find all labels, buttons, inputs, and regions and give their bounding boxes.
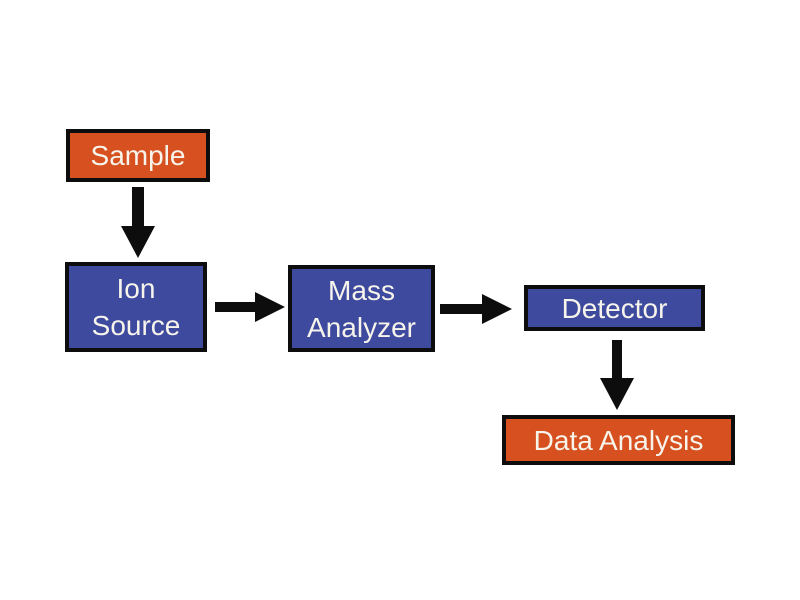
node-sample: Sample [66, 129, 210, 182]
node-ion-source: Ion Source [65, 262, 207, 352]
right-arrow-icon-ion-source-to-mass-analyzer [215, 292, 285, 322]
down-arrow-icon-detector-to-data-analysis [600, 340, 634, 410]
node-mass-analyzer: Mass Analyzer [288, 265, 435, 352]
node-data-analysis: Data Analysis [502, 415, 735, 465]
down-arrow-icon-sample-to-ion-source [121, 187, 155, 258]
right-arrow-icon-mass-analyzer-to-detector [440, 294, 512, 324]
node-detector: Detector [524, 285, 705, 331]
